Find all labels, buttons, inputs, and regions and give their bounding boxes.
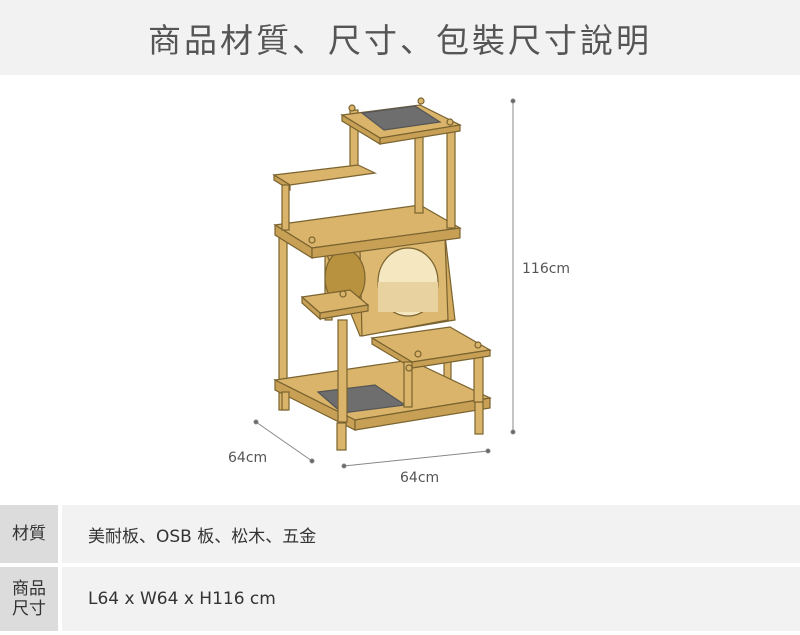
size-label-line1: 商品	[12, 579, 46, 599]
spec-table: 材質 美耐板、OSB 板、松木、五金 商品 尺寸 L64 x W64 x H11…	[0, 505, 800, 635]
material-label: 材質	[0, 505, 58, 563]
page-title: 商品材質、尺寸、包裝尺寸說明	[148, 20, 652, 60]
height-label: 116cm	[522, 261, 570, 277]
header-banner: 商品材質、尺寸、包裝尺寸說明	[0, 0, 800, 75]
size-label: 商品 尺寸	[0, 567, 58, 631]
spec-row-size: 商品 尺寸 L64 x W64 x H116 cm	[0, 567, 800, 631]
cat-tree-illustration	[272, 97, 492, 451]
size-value: L64 x W64 x H116 cm	[62, 567, 800, 631]
material-value: 美耐板、OSB 板、松木、五金	[62, 505, 800, 563]
width-dimension-line	[343, 450, 489, 467]
dimension-lines	[253, 98, 516, 469]
spec-row-material: 材質 美耐板、OSB 板、松木、五金	[0, 505, 800, 563]
depth-dimension-line	[255, 421, 313, 462]
width-label: 64cm	[400, 470, 439, 486]
depth-label: 64cm	[228, 450, 267, 466]
cat-tree-diagram: 116cm 64cm 64cm	[228, 97, 570, 486]
size-label-line2: 尺寸	[12, 599, 46, 619]
